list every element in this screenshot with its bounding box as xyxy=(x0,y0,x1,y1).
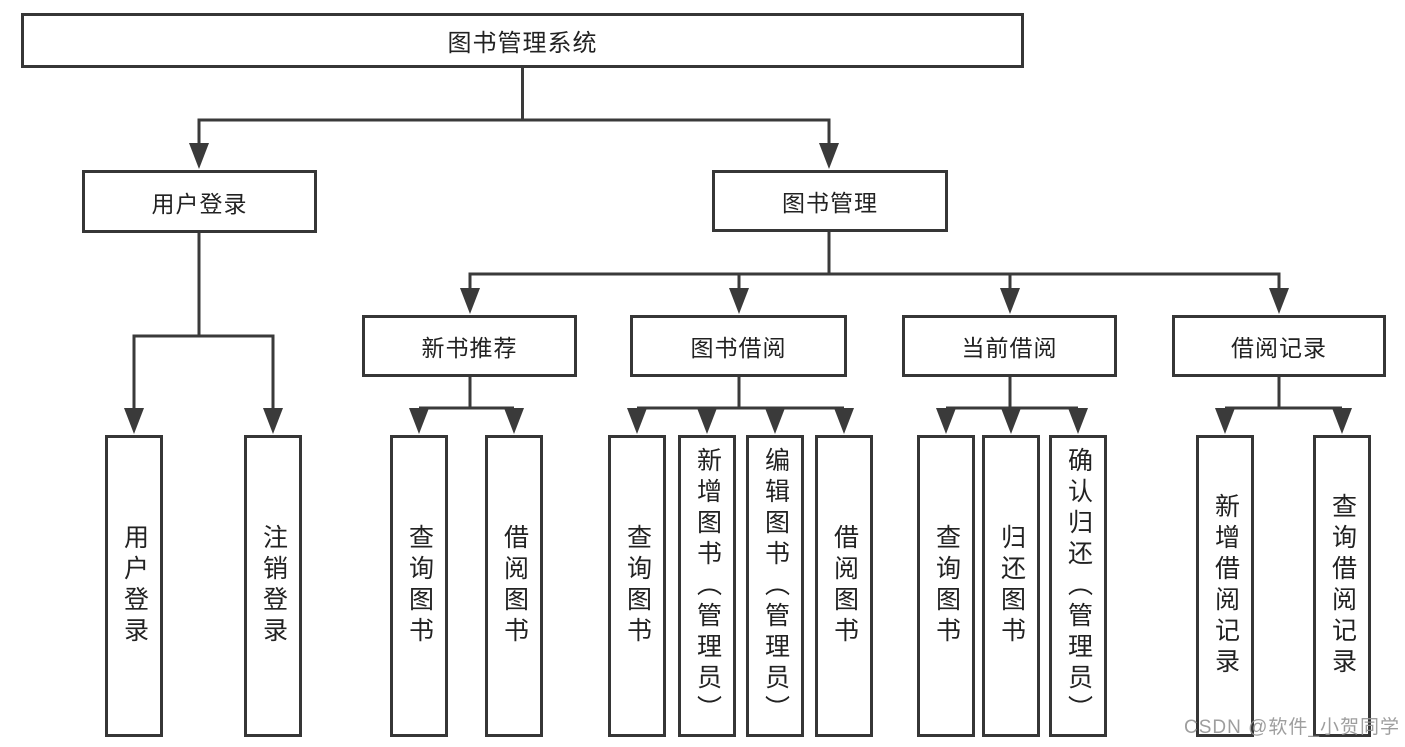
leaf-query-books-current: 查询图书 xyxy=(917,435,975,737)
node-label: 新书推荐 xyxy=(421,335,518,361)
leaf-confirm-return-admin: 确认归还（管理员） xyxy=(1049,435,1107,737)
leaf-add-books-admin: 新增图书（管理员） xyxy=(678,435,736,737)
node-label: 图书借阅 xyxy=(690,335,787,361)
leaf-borrow-books: 借阅图书 xyxy=(815,435,873,737)
node-label: 编辑图书（管理员） xyxy=(761,446,790,726)
leaf-logout: 注销登录 xyxy=(244,435,302,737)
node-current-borrowing: 当前借阅 xyxy=(902,315,1117,377)
watermark: CSDN @软件_小贺同学 xyxy=(1184,717,1400,738)
node-label: 注销登录 xyxy=(259,524,288,648)
node-label: 新增图书（管理员） xyxy=(693,446,722,726)
node-label: 新增借阅记录 xyxy=(1211,493,1240,679)
leaf-user-login: 用户登录 xyxy=(105,435,163,737)
node-label: 查询图书 xyxy=(623,524,652,648)
leaf-edit-books-admin: 编辑图书（管理员） xyxy=(746,435,804,737)
node-label: 查询借阅记录 xyxy=(1328,493,1357,679)
node-borrow-records: 借阅记录 xyxy=(1172,315,1386,377)
node-label: 查询图书 xyxy=(405,524,434,648)
node-label: 用户登录 xyxy=(120,524,149,648)
node-label: 查询图书 xyxy=(932,524,961,648)
leaf-query-books-recommend: 查询图书 xyxy=(390,435,448,737)
node-user-login: 用户登录 xyxy=(82,170,317,233)
node-new-book-recommend: 新书推荐 xyxy=(362,315,577,377)
node-book-borrowing: 图书借阅 xyxy=(630,315,847,377)
leaf-return-books: 归还图书 xyxy=(982,435,1040,737)
leaf-borrow-books-recommend: 借阅图书 xyxy=(485,435,543,737)
leaf-add-borrow-record: 新增借阅记录 xyxy=(1196,435,1254,737)
node-library-system: 图书管理系统 xyxy=(21,13,1024,68)
node-label: 图书管理 xyxy=(782,190,878,216)
node-label: 图书管理系统 xyxy=(447,30,598,57)
node-label: 归还图书 xyxy=(997,524,1026,648)
node-label: 确认归还（管理员） xyxy=(1064,446,1093,726)
node-label: 借阅图书 xyxy=(830,524,859,648)
node-label: 借阅记录 xyxy=(1231,335,1327,361)
node-label: 当前借阅 xyxy=(961,335,1058,361)
node-label: 借阅图书 xyxy=(500,524,529,648)
leaf-query-borrow-record: 查询借阅记录 xyxy=(1313,435,1371,737)
node-label: 用户登录 xyxy=(151,190,248,217)
node-book-management: 图书管理 xyxy=(712,170,948,232)
leaf-query-books-borrowing: 查询图书 xyxy=(608,435,666,737)
